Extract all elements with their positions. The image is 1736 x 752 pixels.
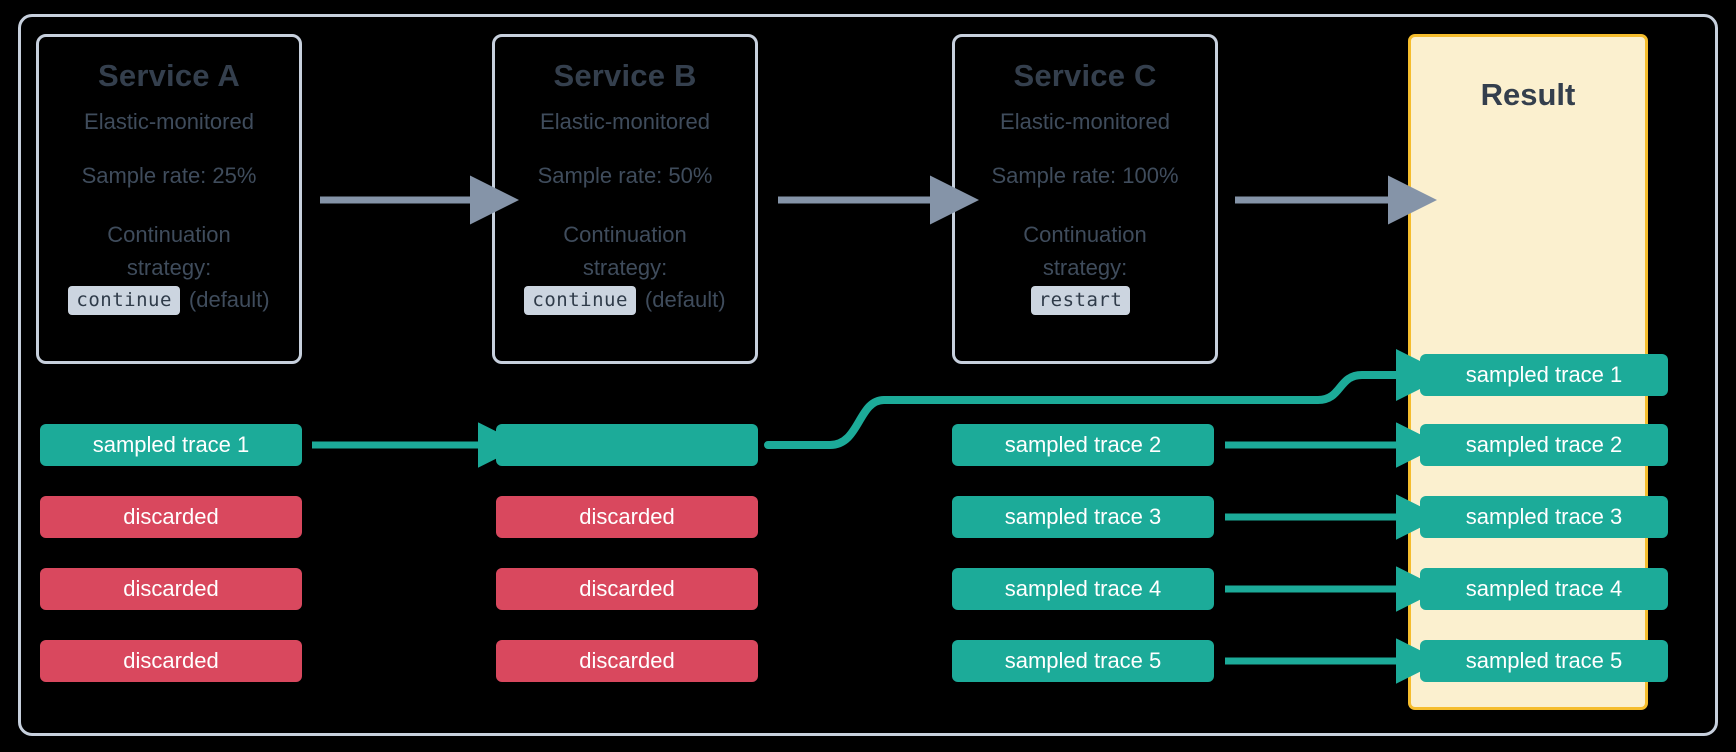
service-b-strategy-row: continue (default) — [507, 285, 743, 315]
service-c-strategy-line2: strategy: — [1042, 254, 1128, 280]
service-b-strategy-line2: strategy: — [582, 254, 668, 280]
service-c-strategy-line1: Continuation — [1023, 221, 1147, 247]
trace-bar-a-1: sampled trace 1 — [40, 424, 302, 466]
trace-bar-b-2: discarded — [496, 496, 758, 538]
service-a-strategy-note: (default) — [188, 287, 270, 313]
service-c-monitored: Elastic-monitored — [1000, 109, 1170, 135]
trace-bar-a-4: discarded — [40, 640, 302, 682]
trace-bar-c-2: sampled trace 3 — [952, 496, 1214, 538]
trace-bar-b-4: discarded — [496, 640, 758, 682]
service-b-sample-rate: Sample rate: 50% — [537, 163, 713, 189]
service-b-monitored: Elastic-monitored — [540, 109, 710, 135]
trace-bar-c-3: sampled trace 4 — [952, 568, 1214, 610]
trace-bar-a-3: discarded — [40, 568, 302, 610]
service-a-strategy-line1: Continuation — [107, 221, 231, 247]
service-card-c: Service C Elastic-monitored Sample rate:… — [952, 34, 1218, 364]
trace-bar-a-2: discarded — [40, 496, 302, 538]
service-a-strategy-line2: strategy: — [126, 254, 212, 280]
result-trace-bar-3: sampled trace 3 — [1420, 496, 1668, 538]
service-card-b: Service B Elastic-monitored Sample rate:… — [492, 34, 758, 364]
service-c-title: Service C — [1013, 58, 1157, 93]
service-c-strategy-value: restart — [1030, 285, 1131, 315]
result-trace-bar-5: sampled trace 5 — [1420, 640, 1668, 682]
result-title: Result — [1480, 77, 1576, 112]
service-c-sample-rate: Sample rate: 100% — [991, 163, 1179, 189]
trace-bar-c-4: sampled trace 5 — [952, 640, 1214, 682]
service-b-title: Service B — [553, 58, 697, 93]
service-c-strategy-row: restart — [967, 285, 1203, 315]
trace-bar-c-1: sampled trace 2 — [952, 424, 1214, 466]
trace-bar-b-1 — [496, 424, 758, 466]
result-trace-bar-1: sampled trace 1 — [1420, 354, 1668, 396]
service-b-strategy-value: continue — [524, 285, 636, 315]
service-b-strategy-line1: Continuation — [563, 221, 687, 247]
trace-bar-b-3: discarded — [496, 568, 758, 610]
service-a-strategy-row: continue (default) — [51, 285, 287, 315]
service-a-strategy-value: continue — [68, 285, 180, 315]
service-a-title: Service A — [98, 58, 240, 93]
result-trace-bar-4: sampled trace 4 — [1420, 568, 1668, 610]
service-b-strategy-note: (default) — [644, 287, 726, 313]
result-trace-bar-2: sampled trace 2 — [1420, 424, 1668, 466]
service-a-sample-rate: Sample rate: 25% — [81, 163, 257, 189]
service-a-monitored: Elastic-monitored — [84, 109, 254, 135]
service-card-a: Service A Elastic-monitored Sample rate:… — [36, 34, 302, 364]
